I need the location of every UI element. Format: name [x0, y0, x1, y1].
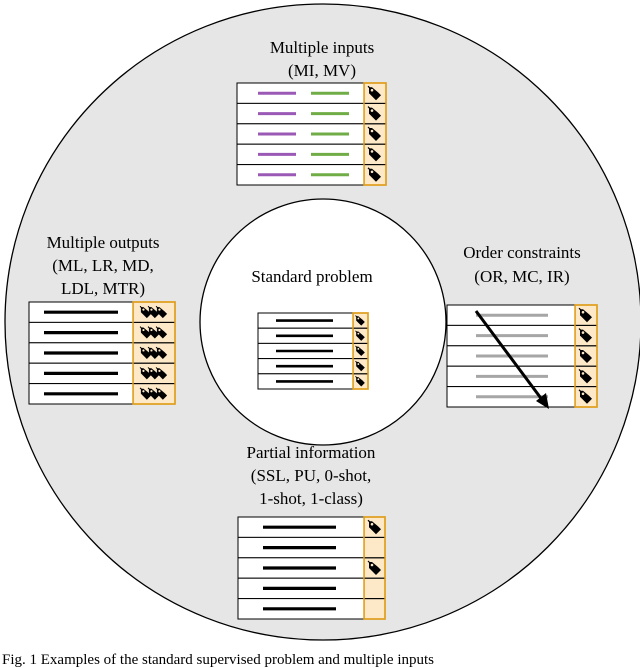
- order-constraints-table: [446, 304, 598, 409]
- order-arrow-head: [536, 393, 549, 409]
- multiple-inputs-abbrev: (MI, MV): [288, 61, 356, 80]
- tag-column-border: [352, 312, 369, 390]
- tag-column-border: [574, 304, 598, 408]
- partial-information-table: [237, 516, 386, 620]
- multiple-outputs-title: Multiple outputs: [47, 233, 160, 252]
- tag-column-border: [132, 301, 176, 405]
- multiple-inputs-table: [236, 82, 387, 186]
- order-arrow: [474, 310, 545, 402]
- multiple-inputs-title: Multiple inputs: [270, 38, 374, 57]
- order-constraints-title: Order constraints: [463, 243, 581, 262]
- partial-information-abbrev-2: 1-shot, 1-class): [259, 489, 363, 508]
- multiple-outputs-abbrev-2: LDL, MTR): [61, 279, 145, 298]
- partial-information-title: Partial information: [247, 443, 376, 462]
- standard-problem-table: [257, 312, 369, 390]
- partial-information-abbrev-1: (SSL, PU, 0-shot,: [251, 466, 371, 485]
- order-constraints-abbrev: (OR, MC, IR): [474, 267, 569, 286]
- figure-caption: Fig. 1 Examples of the standard supervis…: [2, 652, 434, 668]
- multiple-outputs-table: [28, 301, 176, 405]
- tag-column-border: [363, 516, 386, 620]
- standard-problem-title: Standard problem: [251, 267, 372, 286]
- tag-column-border: [363, 82, 387, 186]
- multiple-outputs-abbrev-1: (ML, LR, MD,: [52, 256, 154, 275]
